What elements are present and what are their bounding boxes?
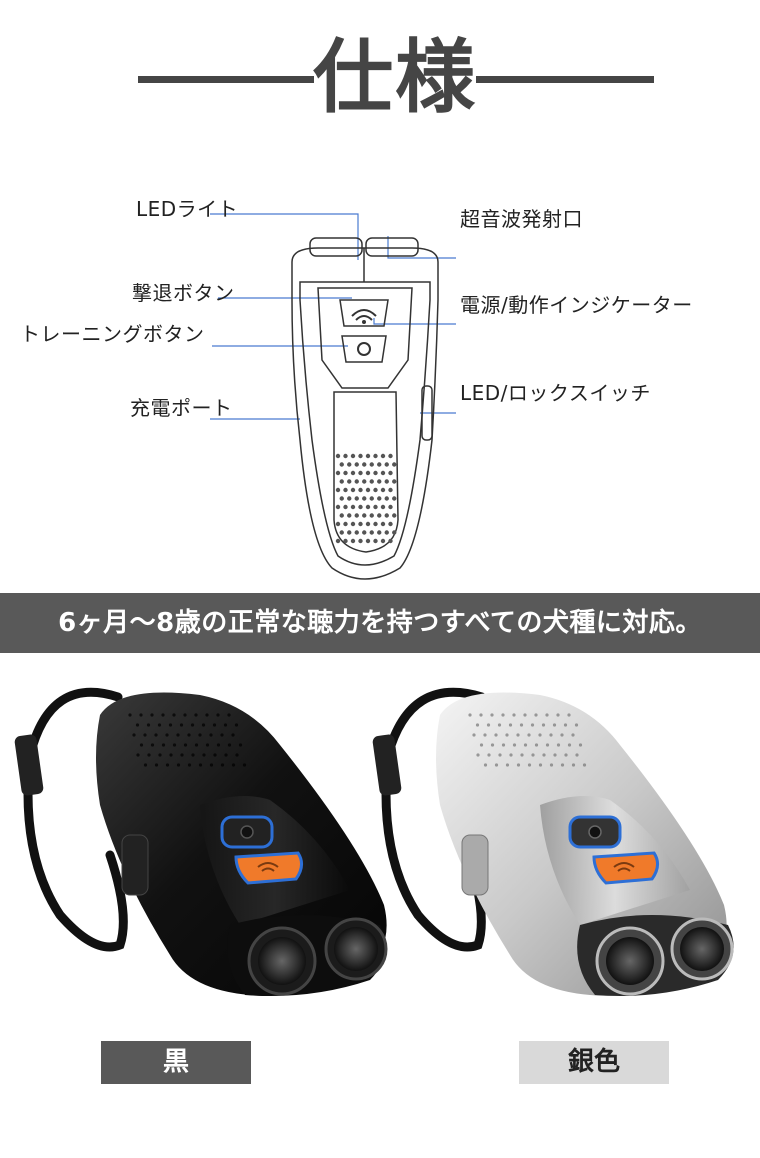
callout-led-light: [210, 213, 359, 260]
page-title: 仕様: [313, 31, 477, 124]
silver-strap: [381, 687, 487, 952]
label-power-indicator: 電源/動作インジケーター: [460, 293, 693, 317]
black-strap: [23, 687, 128, 952]
label-training-button: トレーニングボタン: [20, 322, 205, 346]
info-banner-text: 6ヶ月〜8歳の正常な聴力を持つすべての犬種に対応。: [58, 608, 702, 638]
speaker-grille: [335, 453, 397, 544]
info-banner: [0, 593, 760, 653]
device-diagram: [210, 213, 456, 580]
callout-power-indicator: [373, 318, 456, 325]
callout-lines: [210, 213, 456, 420]
silver-device: [372, 687, 734, 996]
diagram-button-icons: [351, 309, 377, 356]
black-device: [14, 687, 388, 996]
callout-ultrasonic: [387, 236, 456, 259]
header-line-right: [476, 76, 654, 83]
header-line-left: [138, 76, 314, 83]
label-ultrasonic-port: 超音波発射口: [460, 207, 583, 231]
variant-label-silver: 銀色: [519, 1041, 669, 1084]
label-repel-button: 撃退ボタン: [132, 281, 235, 305]
label-charging-port: 充電ポート: [130, 396, 233, 420]
variant-label-black: 黒: [101, 1041, 251, 1084]
product-photos: [14, 687, 734, 996]
device-outline: [291, 237, 439, 580]
label-led-light: LEDライト: [136, 197, 239, 221]
label-led-lock-switch: LED/ロックスイッチ: [460, 381, 651, 405]
